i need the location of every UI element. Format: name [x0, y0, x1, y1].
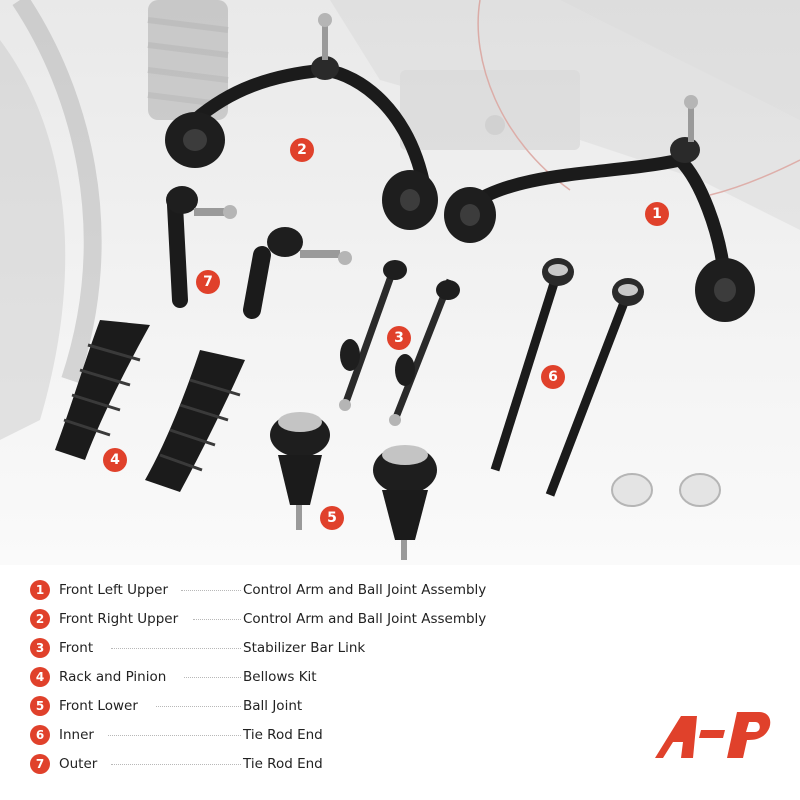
- legend-part: Bellows Kit: [243, 669, 317, 685]
- legend-row-3: 3 Front Stabilizer Bar Link: [30, 636, 510, 660]
- legend-position: Rack and Pinion: [59, 669, 167, 685]
- leader-dots: [156, 706, 241, 707]
- stabilizer-bar-links: [339, 260, 460, 426]
- leader-dots: [193, 619, 241, 620]
- legend-position: Front Right Upper: [59, 611, 179, 627]
- a-premium-ap-logo-icon: [655, 708, 773, 765]
- legend-number: 5: [30, 696, 50, 716]
- control-arm-right-upper: [165, 13, 438, 230]
- legend-position: Front: [59, 640, 94, 656]
- control-arm-left-upper: [444, 95, 755, 322]
- callout-7: 7: [196, 270, 220, 294]
- leader-dots: [108, 735, 241, 736]
- legend-row-4: 4 Rack and Pinion Bellows Kit: [30, 665, 510, 689]
- legend-number: 1: [30, 580, 50, 600]
- legend-part: Stabilizer Bar Link: [243, 640, 366, 656]
- legend-number: 2: [30, 609, 50, 629]
- parts-illustration: [0, 0, 800, 560]
- leader-dots: [111, 764, 241, 765]
- legend-number: 3: [30, 638, 50, 658]
- callout-6: 6: [541, 365, 565, 389]
- legend-number: 6: [30, 725, 50, 745]
- rack-bellows-boots: [55, 320, 245, 492]
- callout-3: 3: [387, 326, 411, 350]
- lower-ball-joints: [270, 412, 437, 560]
- legend-number: 7: [30, 754, 50, 774]
- legend-position: Outer: [59, 756, 98, 772]
- legend-part: Tie Rod End: [243, 727, 323, 743]
- callout-1: 1: [645, 202, 669, 226]
- legend-part: Control Arm and Ball Joint Assembly: [243, 582, 487, 598]
- product-photo: 1 2 3 4 5 6 7: [0, 0, 800, 565]
- legend-part: Tie Rod End: [243, 756, 323, 772]
- leader-dots: [111, 648, 241, 649]
- leader-dots: [184, 677, 241, 678]
- callout-4: 4: [103, 448, 127, 472]
- inner-tie-rod-ends: [490, 258, 721, 507]
- callout-5: 5: [320, 506, 344, 530]
- legend-position: Inner: [59, 727, 94, 743]
- callout-2: 2: [290, 138, 314, 162]
- legend-number: 4: [30, 667, 50, 687]
- outer-tie-rod-ends: [166, 186, 352, 319]
- legend-row-5: 5 Front Lower Ball Joint: [30, 694, 510, 718]
- legend-part: Control Arm and Ball Joint Assembly: [243, 611, 487, 627]
- legend-position: Front Left Upper: [59, 582, 169, 598]
- legend-row-2: 2 Front Right Upper Control Arm and Ball…: [30, 607, 510, 631]
- legend-row-6: 6 Inner Tie Rod End: [30, 723, 510, 747]
- leader-dots: [181, 590, 241, 591]
- legend-part: Ball Joint: [243, 698, 303, 714]
- legend-position: Front Lower: [59, 698, 138, 714]
- legend-row-7: 7 Outer Tie Rod End: [30, 752, 510, 776]
- legend-row-1: 1 Front Left Upper Control Arm and Ball …: [30, 578, 510, 602]
